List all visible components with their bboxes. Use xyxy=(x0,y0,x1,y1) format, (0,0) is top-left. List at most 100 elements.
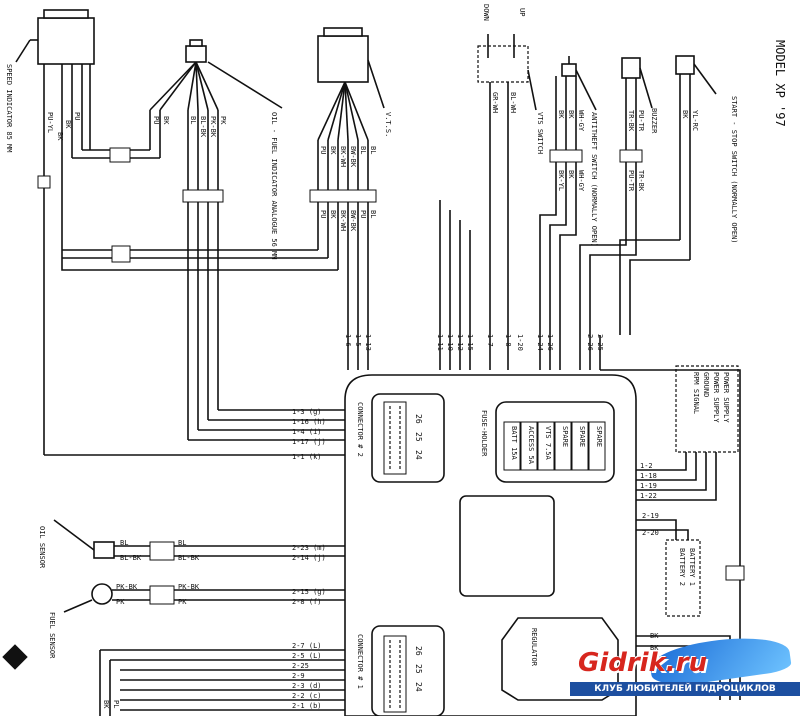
pin-label: 2-26 xyxy=(586,334,594,351)
battery-label: BATTERY 2 xyxy=(678,548,686,586)
conn-number: 25 xyxy=(414,664,423,674)
wire-label: BL-BK xyxy=(178,554,200,562)
conn-number: 25 xyxy=(414,432,423,442)
wire-label: PK xyxy=(178,598,187,606)
wire-label: BL-WH xyxy=(509,92,517,113)
pin-label: 2-25 xyxy=(292,662,309,670)
pin-label: 2-9 xyxy=(292,672,305,680)
wire-label: BK xyxy=(102,700,110,709)
start-stop-switch: START - STOP SWITCH (NORMALLY OPEN) BK Y… xyxy=(619,55,738,335)
wire-label: GR-WH xyxy=(491,92,499,113)
connector2-pins: 1-3 (g) 1-16 (h) 1-4 (i) 1-17 (j) 1-1 (k… xyxy=(292,408,326,461)
wire-label: BK xyxy=(567,110,575,119)
oil-sensor-label: OIL SENSOR xyxy=(38,526,46,569)
wire-label: BK-WH xyxy=(339,210,347,231)
pin-label: 2-7 (L) xyxy=(292,642,322,650)
oil-fuel-indicator: OIL - FUEL INDICATOR ANALOGUE 56 MM PU B… xyxy=(149,39,283,440)
fuse-label: SPARE xyxy=(595,426,603,447)
fuse-label: BATT 15A xyxy=(510,426,518,461)
wire-label: PU-YL xyxy=(46,112,54,133)
pin-label: 2-25 xyxy=(596,334,604,351)
pin-label: 2-5 (L) xyxy=(292,652,322,660)
wire-label: BW-BK xyxy=(349,146,357,168)
wire-label: PK xyxy=(219,116,227,125)
pin-label: 1-4 (i) xyxy=(292,428,322,436)
top-pin-wires: 1-6 1-5 1-13 1-11 1-10 1-12 1-15 1-7 1-8… xyxy=(344,200,604,370)
vts-switch: DOWN UP VTS SWITCH GR-WH BL-WH xyxy=(477,4,544,335)
vts-switch-label: VTS SWITCH xyxy=(536,112,544,154)
oil-fuel-indicator-label: OIL - FUEL INDICATOR ANALOGUE 56 MM xyxy=(270,112,278,260)
wire-label: BK xyxy=(681,110,689,119)
antitheft-switch: ANTITHEFT SWITCH (NORMALLY OPEN) BK BK W… xyxy=(539,56,598,335)
inline-connector xyxy=(109,147,160,163)
antitheft-label: ANTITHEFT SWITCH (NORMALLY OPEN) xyxy=(590,112,598,247)
pin-label: 1-19 xyxy=(640,482,657,490)
main-module: 26 25 24 CONNECTOR # 2 FUSE-HOLDER SPARE… xyxy=(344,374,637,716)
wire-label: BK xyxy=(650,644,659,652)
pin-label: 2-1 (b) xyxy=(292,702,322,710)
fuse-label: ACCESS 5A xyxy=(527,426,535,465)
wire-label: BL xyxy=(369,210,377,218)
wire-label: PU xyxy=(152,116,160,124)
fuse-slots xyxy=(503,421,606,471)
pin-label: 1-10 xyxy=(446,334,454,351)
buzzer: BUZZER TR-BK PU-TR PU-TR TR-BK xyxy=(579,57,658,335)
regulator-label: REGULATOR xyxy=(530,628,538,667)
pin-label: 1-15 xyxy=(466,334,474,351)
wire-label: TR-BK xyxy=(627,110,635,132)
pin-label: 2-19 xyxy=(642,512,659,520)
side-letters: WA xyxy=(0,690,2,719)
conn-number: 24 xyxy=(414,682,423,692)
wire-label: BK xyxy=(56,132,64,141)
wire-label: BK-WH xyxy=(339,146,347,167)
power-supply-group: POWER SUPPLY POWER SUPPLY GROUND RPM SIG… xyxy=(636,365,739,501)
speed-indicator: SPEED INDICATOR 85 MM BK PU-YL PU BK xyxy=(5,9,290,456)
conn-number: 26 xyxy=(414,414,423,424)
pin-label: 1-2 xyxy=(640,462,653,470)
pin-label: 1-17 (j) xyxy=(292,438,326,446)
power-label: RPM SIGNAL xyxy=(692,372,700,414)
wire-label: PK xyxy=(116,598,125,606)
watermark-slogan: КЛУБ ЛЮБИТЕЛЕЙ ГИДРОЦИКЛОВ xyxy=(570,682,800,696)
wire-label: BL xyxy=(369,146,377,154)
wire-label: BK xyxy=(64,120,72,129)
pin-label: 1-5 xyxy=(354,334,362,347)
wire-label: BK xyxy=(329,146,337,155)
watermark-logo: Gidrik.ru КЛУБ ЛЮБИТЕЛЕЙ ГИДРОЦИКЛОВ xyxy=(570,630,800,698)
fuse-holder-label: FUSE-HOLDER xyxy=(480,410,488,457)
wire-label: PU xyxy=(319,210,327,218)
pin-label: 1-6 xyxy=(344,334,352,347)
vts-unit: V.T.S. PU BK BK-WH BW-BK BL BL PU BK BK-… xyxy=(61,27,392,330)
pin-label: 1-22 xyxy=(640,492,657,500)
battery-label: BATTERY 1 xyxy=(688,548,696,586)
pin-label: 1-1 (k) xyxy=(292,453,322,461)
wire-label: PK-BK xyxy=(178,583,200,591)
wire-label: BK xyxy=(567,170,575,179)
wire-label: PK-BK xyxy=(116,583,138,591)
power-label: POWER SUPPLY xyxy=(722,372,730,423)
pin-label: 2-20 xyxy=(642,529,659,537)
wire-label: YL-RC xyxy=(691,110,699,131)
fuel-sensor-label: FUEL SENSOR xyxy=(48,612,56,659)
wire-label: PL xyxy=(112,700,120,708)
wire-label: BL xyxy=(189,116,197,124)
wire-label: BK xyxy=(650,632,659,640)
wire-label: WH-GY xyxy=(577,170,585,192)
connector1-label: CONNECTOR # 1 xyxy=(356,634,364,689)
fuse-label: VTS 7.5A xyxy=(544,426,552,461)
pin-label: 2-3 (d) xyxy=(292,682,322,690)
connector2-wires xyxy=(188,409,345,456)
wire-label: BL xyxy=(359,146,367,154)
connector-1 xyxy=(371,625,445,716)
pin-label: 2-23 (m) xyxy=(292,544,326,552)
power-label: GROUND xyxy=(702,372,710,397)
pin-label: 1-12 xyxy=(456,334,464,351)
wire-label: BL xyxy=(178,539,186,547)
wire-label: PU xyxy=(73,112,81,120)
pin-label: 2-8 (f) xyxy=(292,598,322,606)
diagram-title: MODEL XP '97 xyxy=(773,40,787,127)
wire-label: BW-BK xyxy=(349,210,357,232)
down-label: DOWN xyxy=(482,4,490,21)
up-label: UP xyxy=(518,8,526,16)
